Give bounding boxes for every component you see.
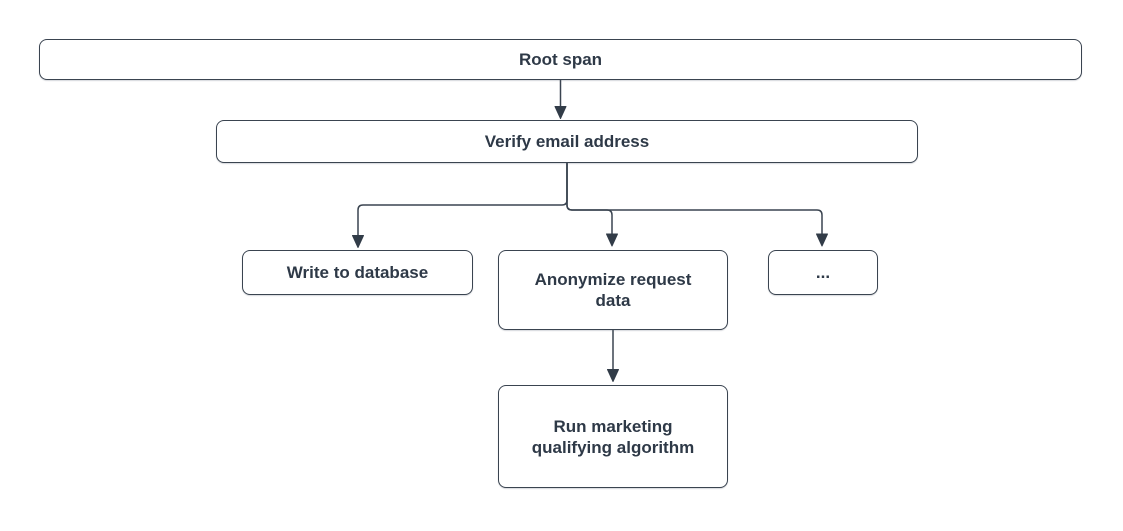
node-anonymize-request-data: Anonymize request data: [498, 250, 728, 330]
node-more-spans: ...: [768, 250, 878, 295]
edge-verify-to-writedb-line: [357, 163, 568, 236]
node-verify-email-address-label: Verify email address: [484, 132, 650, 151]
edge-root-to-verify-arrowhead-icon: [554, 106, 567, 119]
node-run-marketing-qualifying-algorithm: Run marketing qualifying algorithm: [498, 385, 728, 488]
edge-verify-to-more-line: [566, 163, 823, 234]
node-root-span: Root span: [39, 39, 1082, 80]
node-run-marketing-qualifying-algorithm-label: Run marketing qualifying algorithm: [531, 416, 695, 457]
edge-anonymize-to-run-arrowhead-icon: [607, 369, 619, 382]
node-verify-email-address: Verify email address: [216, 120, 918, 163]
node-write-to-database: Write to database: [242, 250, 473, 295]
node-write-to-database-label: Write to database: [286, 263, 429, 282]
node-root-span-label: Root span: [518, 50, 603, 69]
edge-verify-to-more-arrowhead-icon: [816, 233, 828, 247]
node-more-spans-label: ...: [815, 263, 831, 282]
edge-verify-to-writedb-arrowhead-icon: [352, 235, 364, 248]
edge-verify-to-anonymize-arrowhead-icon: [606, 233, 618, 247]
node-anonymize-request-data-label: Anonymize request data: [534, 270, 692, 310]
edge-verify-to-anonymize-line: [566, 163, 613, 234]
